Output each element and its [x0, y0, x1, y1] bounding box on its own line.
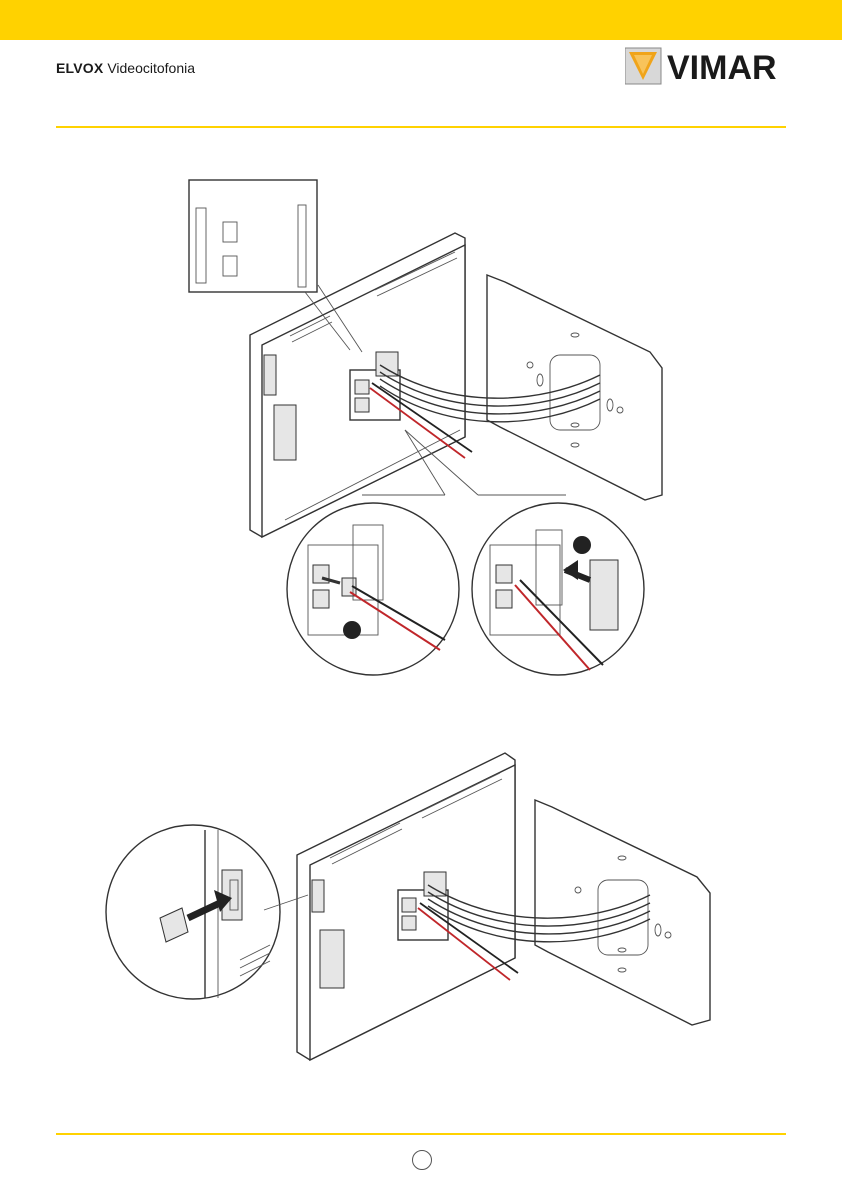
figure-2-monitor [297, 753, 515, 1060]
figure-1-detail-left [287, 503, 459, 675]
figure-1-bracket [487, 275, 662, 500]
step-marker-2 [573, 536, 591, 554]
figure-2-sdcard-detail [106, 825, 308, 999]
figure-2-bracket [535, 800, 710, 1025]
page-number-circle [412, 1150, 432, 1170]
footer-rule [56, 1133, 786, 1135]
step-marker-1 [343, 621, 361, 639]
figure-1-detail-right [472, 503, 644, 675]
